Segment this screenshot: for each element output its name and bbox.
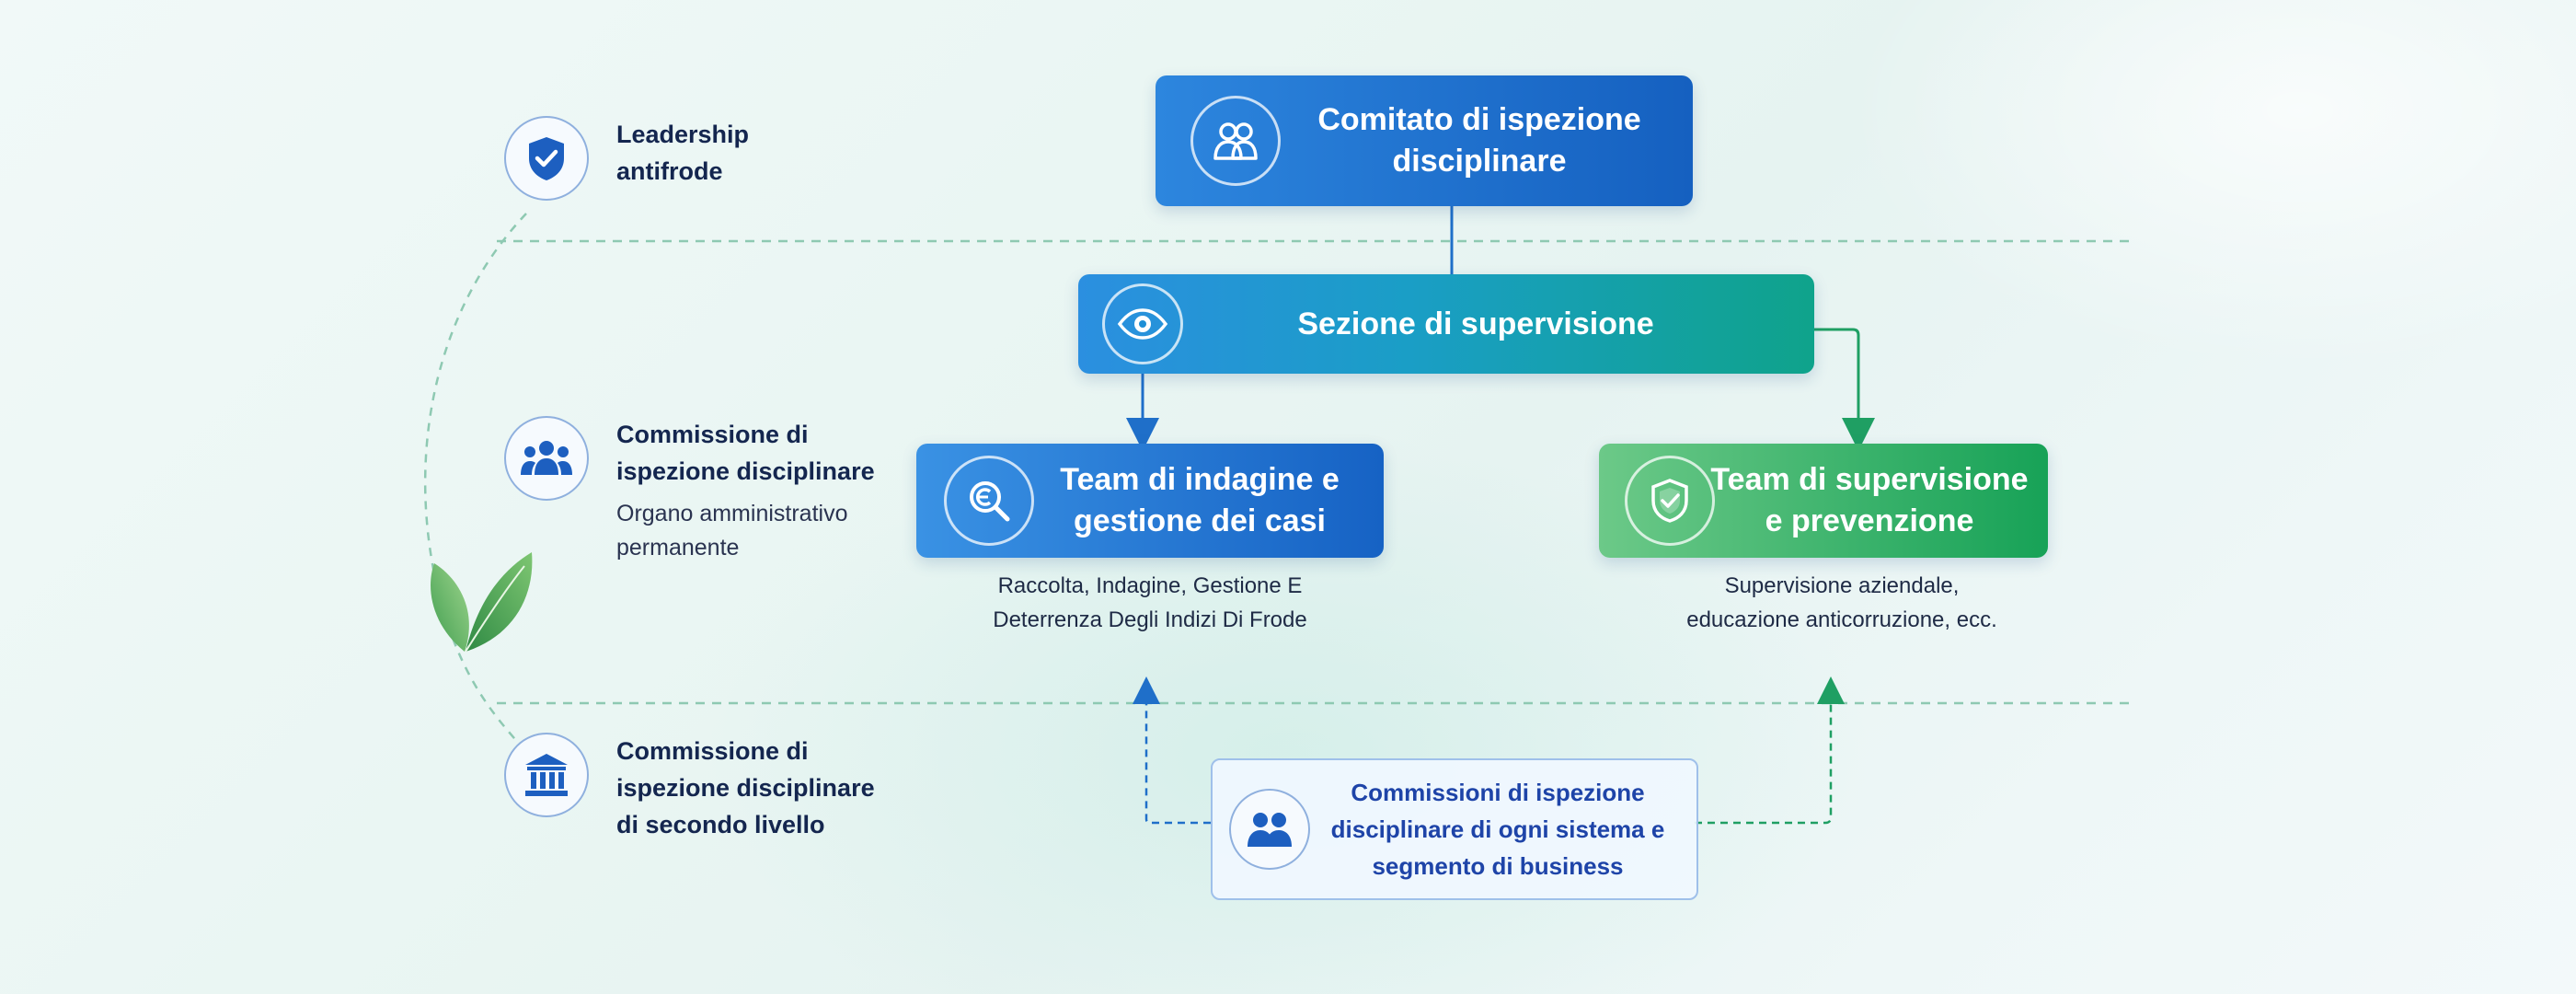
investigation-team-caption: Raccolta, Indagine, Gestione E Deterrenz… xyxy=(993,573,1307,632)
eye-icon xyxy=(1102,283,1183,364)
magnifier-icon xyxy=(944,456,1034,546)
government-building-icon xyxy=(504,733,589,817)
shield-check-icon xyxy=(504,116,589,201)
left-item-leadership: Leadership antifrode xyxy=(504,116,749,201)
left-arc-line xyxy=(423,213,527,746)
node-business-commissions: Commissioni di ispezione disciplinare di… xyxy=(1211,758,1698,900)
node-label: Team di supervisione e prevenzione xyxy=(1710,462,2029,538)
left-item-subtitle: Organo amministrativo permanente xyxy=(616,501,848,561)
connector-section-supervision xyxy=(1814,328,1875,451)
left-item-title: Leadership antifrode xyxy=(616,121,750,185)
node-label: Comitato di ispezione disciplinare xyxy=(1317,102,1641,179)
node-committee: Comitato di ispezione disciplinare xyxy=(1156,75,1693,206)
node-investigation-team: Team di indagine e gestione dei casi xyxy=(916,444,1384,558)
two-people-icon xyxy=(1190,96,1281,186)
supervision-team-caption: Supervisione aziendale, educazione antic… xyxy=(1686,573,1997,632)
people-icon xyxy=(1229,789,1310,870)
connector-business-supervision xyxy=(1695,676,1845,825)
leaf-icon xyxy=(431,552,533,653)
left-item-second-level: Commissione di ispezione disciplinare di… xyxy=(504,733,875,843)
left-item-title: Commissione di ispezione disciplinare di… xyxy=(616,737,875,838)
people-group-icon xyxy=(504,416,589,501)
node-supervision-section: Sezione di supervisione xyxy=(1078,274,1814,374)
left-item-title: Commissione di ispezione disciplinare xyxy=(616,421,875,485)
node-label: Commissioni di ispezione disciplinare di… xyxy=(1330,779,1665,880)
connector-business-investigation xyxy=(1133,676,1211,825)
shield-check-icon xyxy=(1625,456,1715,546)
left-item-commission: Commissione di ispezione disciplinare Or… xyxy=(504,416,875,565)
node-label: Team di indagine e gestione dei casi xyxy=(1060,462,1340,538)
node-label: Sezione di supervisione xyxy=(1297,306,1654,341)
node-supervision-team: Team di supervisione e prevenzione xyxy=(1599,444,2048,558)
